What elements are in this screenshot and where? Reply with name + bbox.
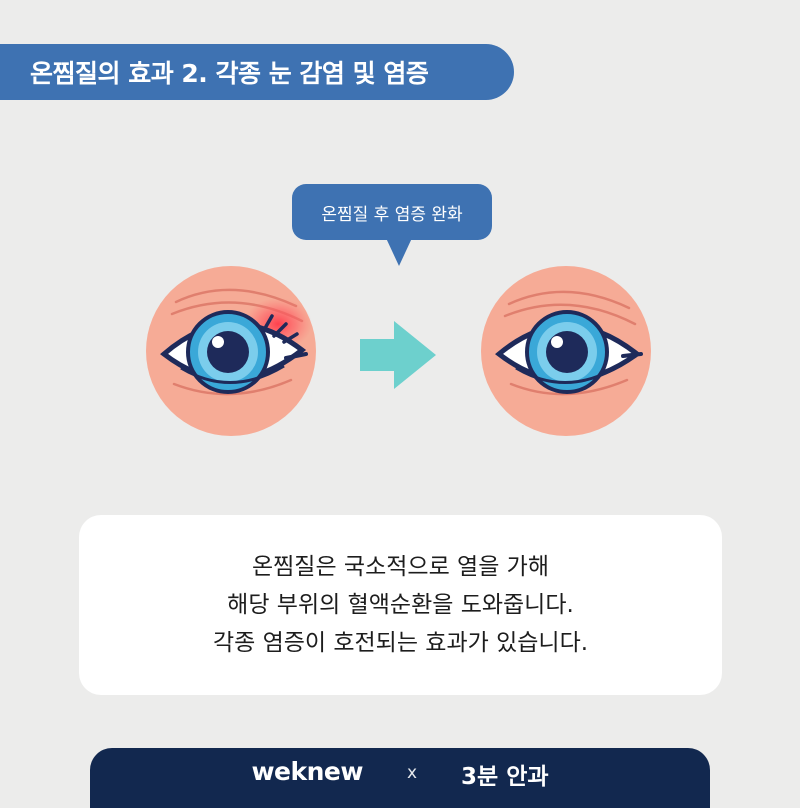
description-line-1: 온찜질은 국소적으로 열을 가해 bbox=[251, 554, 549, 580]
speech-bubble: 온찜질 후 염증 완화 bbox=[292, 184, 492, 240]
speech-bubble-tail bbox=[386, 238, 412, 266]
page-title: 온찜질의 효과 2. 각종 눈 감염 및 염증 bbox=[30, 59, 429, 88]
bubble-text: 온찜질 후 염증 완화 bbox=[321, 204, 463, 225]
description-box: 온찜질은 국소적으로 열을 가해 해당 부위의 혈액순환을 도와줍니다. 각종 … bbox=[79, 515, 722, 695]
description-line-2: 해당 부위의 혈액순환을 도와줍니다. bbox=[227, 592, 574, 618]
title-banner: 온찜질의 효과 2. 각종 눈 감염 및 염증 bbox=[0, 44, 514, 100]
description-line-3: 각종 염증이 호전되는 효과가 있습니다. bbox=[212, 630, 589, 656]
right-arrow-icon bbox=[360, 321, 436, 389]
healed-eye-illustration bbox=[481, 266, 651, 436]
footer-bar: weknew x 3분 안과 bbox=[90, 748, 710, 808]
collab-separator: x bbox=[406, 763, 418, 783]
partner-logo: 3분 안과 bbox=[461, 764, 549, 790]
brand-logo: weknew bbox=[251, 757, 363, 786]
inflamed-eye-illustration bbox=[146, 266, 316, 436]
